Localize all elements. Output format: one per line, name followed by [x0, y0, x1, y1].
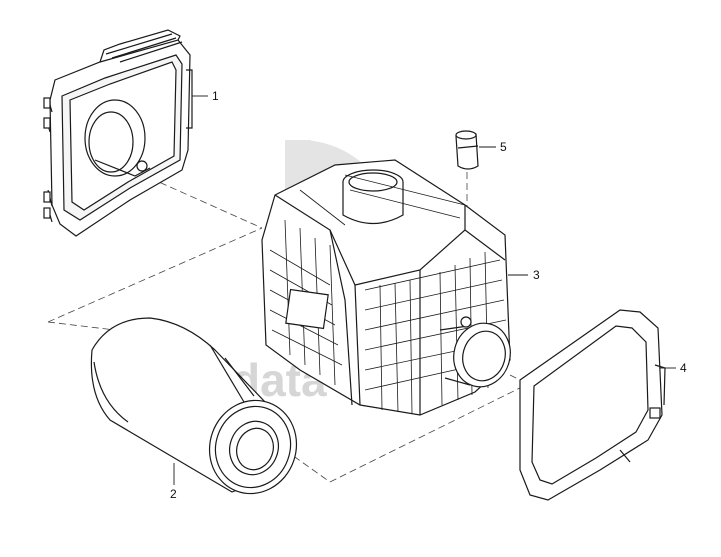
- part-2-filter-element: [90, 317, 298, 495]
- callout-4: 4: [680, 361, 687, 375]
- callout-1: 1: [212, 89, 219, 103]
- callout-2: 2: [170, 487, 177, 501]
- callout-3: 3: [533, 268, 540, 282]
- part-5-valve: [455, 130, 479, 170]
- leader-lines: [173, 95, 676, 485]
- part-1-cover: [43, 29, 193, 237]
- part-4-seal-frame: [519, 309, 666, 501]
- callout-5: 5: [500, 140, 507, 154]
- part-3-housing: [261, 159, 511, 416]
